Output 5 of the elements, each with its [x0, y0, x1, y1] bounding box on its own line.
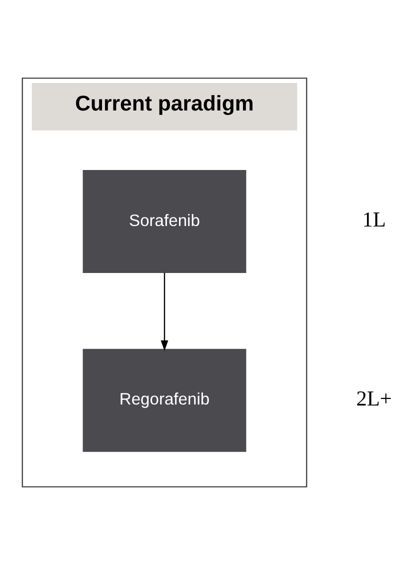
label: 2L+	[356, 386, 392, 410]
arrow	[160, 272, 168, 351]
node-box: Sorafenib	[82, 170, 246, 273]
node-box: Regorafenib	[82, 348, 246, 452]
label: 1L	[362, 207, 386, 232]
